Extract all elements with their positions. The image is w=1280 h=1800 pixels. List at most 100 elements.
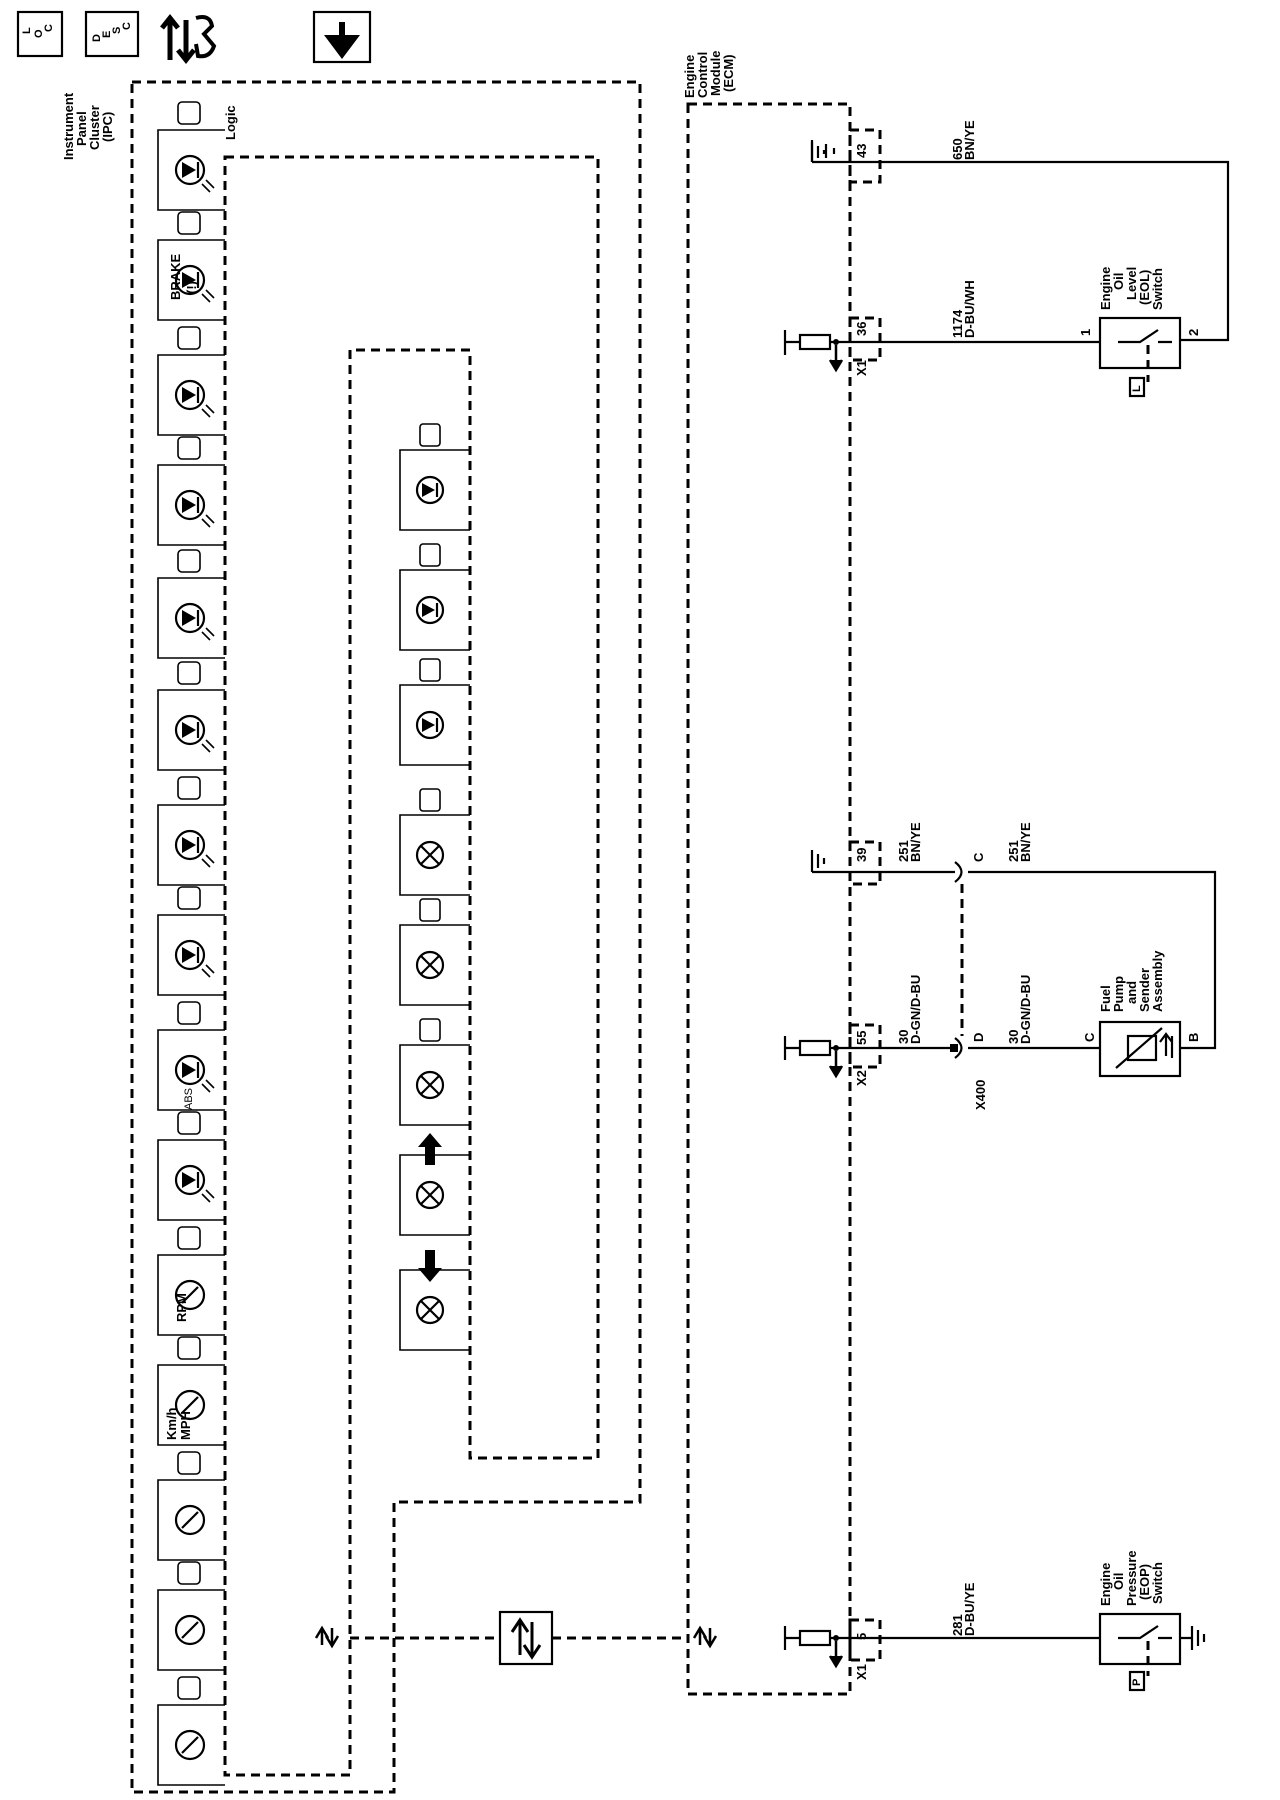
pin-43-label: 43 bbox=[854, 144, 869, 158]
loc-letter-o: O bbox=[33, 29, 45, 38]
seatbelt-icon bbox=[177, 661, 201, 685]
svg-text:and: and bbox=[1124, 981, 1139, 1004]
ipc-lamp-7 bbox=[399, 1133, 470, 1236]
battery-icon bbox=[177, 776, 201, 800]
serial-data-ecm-icon bbox=[692, 1625, 718, 1649]
fuel-pump-sender bbox=[1098, 1020, 1182, 1078]
ipc-indicator-2 bbox=[157, 211, 225, 321]
svg-text:Fuel: Fuel bbox=[1098, 985, 1113, 1012]
wire-650 bbox=[850, 160, 1230, 342]
pin-55-label: 55 bbox=[854, 1031, 869, 1045]
brake-symbol: (!) bbox=[184, 281, 199, 294]
ipc-outline bbox=[130, 80, 642, 1794]
svg-text:Engine: Engine bbox=[682, 55, 697, 98]
service-vehicle-icon bbox=[177, 1111, 201, 1135]
ipc-lamp-3 bbox=[399, 658, 470, 766]
high-beam-icon bbox=[419, 1018, 441, 1042]
ground-icon-39 bbox=[810, 850, 850, 874]
ipc-indicator-6 bbox=[157, 661, 225, 771]
eop-tag: P bbox=[1131, 1679, 1143, 1686]
fuel-gauge-icon bbox=[177, 1451, 201, 1475]
wire-281-circuit: 281 bbox=[950, 1614, 965, 1636]
logic-label: Logic bbox=[223, 105, 238, 140]
tools-icon[interactable] bbox=[160, 13, 217, 65]
pin-box-39 bbox=[848, 840, 882, 886]
ipc-lamp-2 bbox=[399, 543, 470, 651]
pin-box-5 bbox=[848, 1618, 882, 1662]
ipc-lamp-1 bbox=[399, 423, 470, 531]
pin-box-55 bbox=[848, 1023, 882, 1069]
low-coolant-icon bbox=[419, 543, 441, 567]
svg-text:Instrument: Instrument bbox=[61, 92, 76, 160]
svg-text:Engine: Engine bbox=[1098, 1563, 1113, 1606]
loc-button[interactable]: L O C bbox=[16, 10, 64, 58]
eol-title: Engine Oil Level (EOL) Switch bbox=[1098, 267, 1165, 310]
ipc-indicator-9 bbox=[157, 1001, 225, 1111]
ipc-indicator-1 bbox=[157, 101, 225, 211]
wire-251-b-color: BN/YE bbox=[1018, 822, 1033, 862]
fog-lamp-icon bbox=[419, 788, 441, 812]
wire-281-color: D-BU/YE bbox=[962, 1582, 977, 1636]
loc-letter-l: L bbox=[21, 27, 33, 34]
check-engine-icon bbox=[419, 423, 441, 447]
x400-label: X400 bbox=[973, 1080, 988, 1110]
parking-lamp-icon bbox=[419, 658, 441, 682]
inline-connector-x400 bbox=[950, 861, 964, 1059]
svg-text:Control: Control bbox=[695, 52, 710, 98]
pin-39-label: 39 bbox=[854, 848, 869, 862]
tachometer-icon bbox=[177, 1226, 201, 1250]
svg-text:Oil: Oil bbox=[1111, 1573, 1126, 1590]
front-fog-lamp-icon bbox=[419, 898, 441, 922]
wire-30-a-color: D-GN/D-BU bbox=[908, 975, 923, 1044]
ipc-indicator-14 bbox=[157, 1561, 225, 1671]
speedometer-icon bbox=[177, 1336, 201, 1360]
pin-36-label: 36 bbox=[854, 322, 869, 336]
desc-letter-e: E bbox=[101, 31, 113, 38]
pin-box-43 bbox=[848, 128, 882, 184]
input-resistor-icon-5 bbox=[783, 1626, 850, 1669]
fuel-title: Fuel Pump and Sender Assembly bbox=[1098, 950, 1165, 1012]
wire-650-circuit: 650 bbox=[950, 138, 965, 160]
eol-pin-2: 2 bbox=[1186, 329, 1201, 336]
svg-text:Pressure: Pressure bbox=[1124, 1550, 1139, 1606]
connector-x1-a-label: X1 bbox=[854, 360, 869, 376]
rpm-label: RPM bbox=[174, 1293, 189, 1322]
svg-text:(IPC): (IPC) bbox=[100, 112, 115, 142]
ipc-indicator-3 bbox=[157, 326, 225, 436]
svg-text:Panel: Panel bbox=[74, 111, 89, 146]
turn-right-icon bbox=[418, 1133, 442, 1165]
input-resistor-icon-55 bbox=[783, 1036, 850, 1079]
wire-1174-circuit: 1174 bbox=[950, 309, 965, 338]
wire-30-b-circuit: 30 bbox=[1006, 1030, 1021, 1044]
ipc-lamp-4 bbox=[399, 788, 470, 896]
svg-text:Sender: Sender bbox=[1137, 968, 1152, 1012]
svg-text:Switch: Switch bbox=[1150, 1562, 1165, 1604]
ipc-title: Instrument Panel Cluster (IPC) bbox=[61, 92, 115, 160]
loc-letter-c: C bbox=[43, 24, 55, 32]
door-icon bbox=[177, 101, 201, 125]
ecm-outline bbox=[686, 102, 852, 1696]
desc-button[interactable]: D E S C bbox=[84, 10, 140, 58]
abs-label: ABS bbox=[183, 1088, 195, 1110]
engine-icon bbox=[177, 886, 201, 910]
x400-pin-c: C bbox=[971, 852, 986, 862]
download-button[interactable] bbox=[312, 10, 372, 64]
svg-text:Cluster: Cluster bbox=[87, 105, 102, 150]
brake-label: BRAKE bbox=[168, 253, 183, 300]
svg-text:Engine: Engine bbox=[1098, 267, 1113, 310]
kmh-label: Km/h bbox=[164, 1407, 179, 1440]
eol-switch bbox=[1098, 316, 1182, 398]
eol-tag: L bbox=[1131, 385, 1143, 392]
svg-text:Oil: Oil bbox=[1111, 273, 1126, 290]
ipc-indicator-10 bbox=[157, 1111, 225, 1221]
input-resistor-icon-36 bbox=[783, 330, 850, 373]
x400-pin-d: D bbox=[971, 1033, 986, 1042]
wire-30-a-circuit: 30 bbox=[896, 1030, 911, 1044]
ipc-indicator-7 bbox=[157, 776, 225, 886]
svg-text:Pump: Pump bbox=[1111, 976, 1126, 1012]
wire-251-b bbox=[968, 870, 1217, 1050]
ground-icon-43 bbox=[810, 140, 850, 164]
oil-pressure-gauge-icon bbox=[177, 1561, 201, 1585]
desc-letter-c: C bbox=[121, 22, 133, 30]
tire-pressure-icon bbox=[177, 326, 201, 350]
